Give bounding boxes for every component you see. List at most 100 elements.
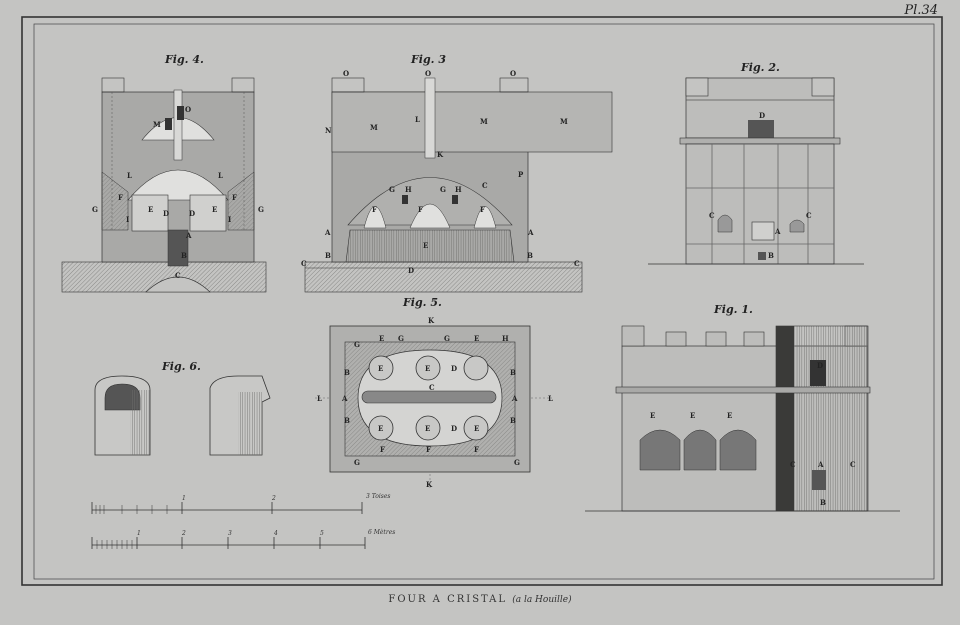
callout-letter: D [189, 209, 195, 218]
callout-letter: D [163, 209, 169, 218]
scale-toises: 1 2 3 Toises [91, 493, 391, 514]
callout-letter: F [474, 445, 479, 454]
callout-letter: A [511, 394, 518, 403]
callout-letter: D [451, 424, 457, 433]
scale-label: 3 Toises [366, 493, 391, 500]
callout-letter: N [325, 126, 332, 135]
callout-letter: L [317, 394, 322, 403]
callout-letter: E [148, 205, 153, 214]
callout-letter: D [451, 364, 457, 373]
callout-letter: E [650, 411, 655, 420]
callout-letter: B [344, 368, 350, 377]
callout-letter: C [482, 181, 488, 190]
callout-letter: E [474, 334, 479, 343]
callout-letter: I [126, 215, 129, 224]
callout-letter: E [690, 411, 695, 420]
callout-letter: F [426, 445, 431, 454]
callout-letter: K [428, 316, 435, 325]
callout-letter: O [343, 69, 349, 78]
callout-letter: F [372, 205, 377, 214]
callout-letter: C [301, 259, 307, 268]
scale-label: 4 [273, 530, 278, 537]
callout-letter: E [378, 424, 383, 433]
fig6-title: Fig. 6. [161, 360, 201, 373]
fig6-crucible-drawing: Fig. 6. [94, 360, 271, 456]
plate-title-sub: (a la Houille) [512, 595, 572, 605]
outer-border [21, 16, 943, 586]
callout-letter: E [727, 411, 732, 420]
callout-letter: B [768, 251, 774, 260]
callout-letter: E [425, 364, 430, 373]
callout-letter: M [560, 117, 568, 126]
callout-letter: B [527, 251, 533, 260]
callout-letter: P [518, 170, 524, 179]
fig4-section-drawing: Fig. 4. M O L L F F G G E [61, 53, 267, 293]
callout-letter: E [379, 334, 384, 343]
callout-letter: E [474, 424, 479, 433]
callout-letter: O [425, 69, 431, 78]
callout-letter: D [408, 266, 414, 275]
callout-letter: C [709, 211, 715, 220]
callout-letter: O [185, 105, 191, 114]
callout-letter: C [806, 211, 812, 220]
fig1-elevation-drawing: Fig. 1. E E E D C A C B [585, 303, 900, 512]
callout-letter: A [341, 394, 348, 403]
plate-title: FOUR A CRISTAL (a la Houille) [0, 594, 960, 605]
callout-letter: L [218, 171, 223, 180]
callout-letter: G [92, 205, 98, 214]
callout-letter: B [510, 416, 516, 425]
callout-letter: H [502, 334, 509, 343]
callout-letter: E [212, 205, 217, 214]
fig2-elevation-drawing: Fig. 2. D C A C B [648, 61, 864, 265]
callout-letter: B [181, 251, 187, 260]
callout-letter: M [153, 120, 161, 129]
callout-letter: L [415, 115, 420, 124]
fig2-title: Fig. 2. [740, 61, 780, 74]
callout-letter: F [118, 193, 123, 202]
scale-label: 2 [181, 530, 186, 537]
fig1-title: Fig. 1. [713, 303, 753, 316]
callout-letter: L [548, 394, 553, 403]
fig3-section-drawing: Fig. 3 O O O N M L M M K P G H [301, 53, 613, 293]
fig5-plan-drawing: Fig. 5. K E G G E H G E D E B B L [315, 296, 553, 490]
callout-letter: A [774, 227, 781, 236]
callout-letter: M [480, 117, 488, 126]
scale-label: 3 [228, 530, 232, 537]
callout-letter: A [817, 460, 824, 469]
scale-metres: 1 2 3 4 5 6 Mètres [91, 529, 395, 549]
callout-letter: A [324, 228, 331, 237]
callout-letter: I [228, 215, 231, 224]
callout-letter: F [232, 193, 237, 202]
callout-letter: H [455, 185, 462, 194]
callout-letter: H [405, 185, 412, 194]
callout-letter: C [574, 259, 580, 268]
callout-letter: E [425, 424, 430, 433]
callout-letter: E [378, 364, 383, 373]
scale-label: 1 [137, 530, 141, 537]
callout-letter: C [175, 271, 181, 280]
callout-letter: L [127, 171, 132, 180]
scale-label: 6 Mètres [368, 529, 395, 536]
callout-letter: D [817, 361, 823, 370]
fig5-title: Fig. 5. [402, 296, 442, 309]
callout-letter: B [510, 368, 516, 377]
plate-title-main: FOUR A CRISTAL [388, 594, 508, 605]
callout-letter: F [480, 205, 485, 214]
callout-letter: G [440, 185, 446, 194]
callout-letter: F [380, 445, 385, 454]
callout-letter: K [437, 150, 444, 159]
callout-letter: F [418, 205, 423, 214]
callout-letter: O [510, 69, 516, 78]
callout-letter: G [389, 185, 395, 194]
callout-letter: G [354, 340, 360, 349]
scale-label: 2 [271, 495, 276, 502]
fig4-title: Fig. 4. [164, 53, 204, 66]
callout-letter: B [344, 416, 350, 425]
callout-letter: A [527, 228, 534, 237]
callout-letter: C [790, 460, 796, 469]
callout-letter: B [820, 498, 826, 507]
callout-letter: M [370, 123, 378, 132]
callout-letter: G [514, 458, 520, 467]
